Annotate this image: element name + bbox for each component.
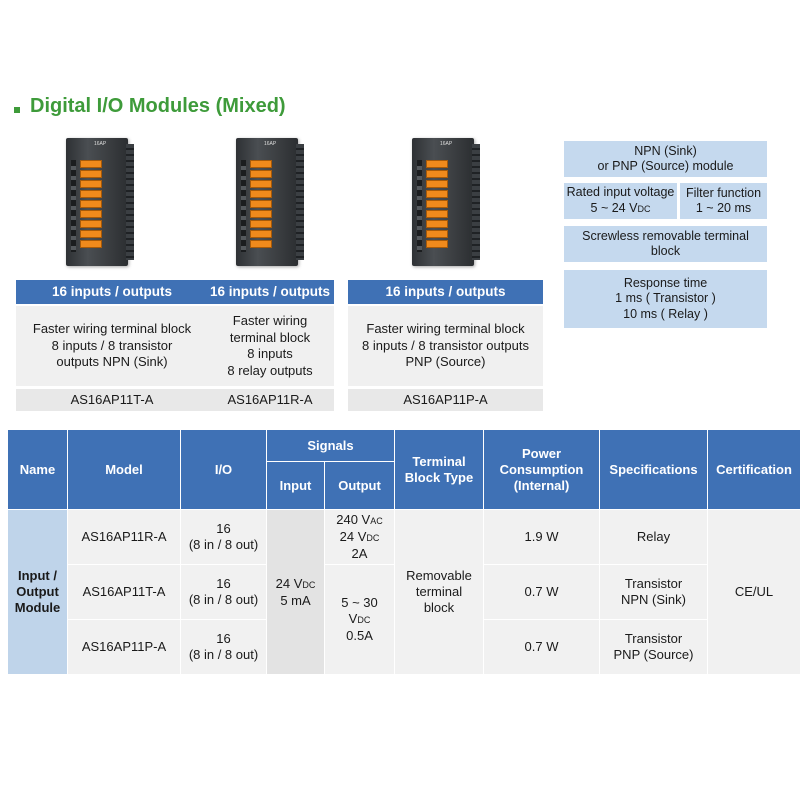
module-image-label: 16AP: [264, 141, 277, 147]
row-name-text: Input / Output Module: [14, 568, 61, 615]
card-header: 16 inputs / outputs: [16, 280, 208, 304]
header-certification: Certification: [707, 429, 800, 510]
row-io-detail: (8 in / 8 out): [188, 647, 259, 662]
product-card-r: 16 inputs / outputs Faster wiring termin…: [206, 280, 334, 411]
card-header: 16 inputs / outputs: [206, 280, 334, 304]
module-image-p: 16AP: [412, 138, 480, 266]
card-header: 16 inputs / outputs: [348, 280, 543, 304]
row-output-relay: 240 VAC 24 VDC 2A: [324, 509, 395, 565]
specs-table: Name Model I/O Signals Terminal Block Ty…: [7, 429, 800, 675]
row-power: 0.7 W: [483, 564, 600, 620]
module-image-t: 16AP: [66, 138, 134, 266]
row-name: Input / Output Module: [7, 509, 68, 675]
product-card-p: 16 inputs / outputs Faster wiring termin…: [348, 280, 543, 411]
card-model: AS16AP11T-A: [16, 389, 208, 411]
row-io-count: 16: [216, 631, 231, 646]
header-signals: Signals: [266, 429, 395, 462]
input-signal-voltage: 24 V: [275, 575, 303, 591]
card-model: AS16AP11R-A: [206, 389, 334, 411]
header-power: Power Consumption (Internal): [483, 429, 600, 510]
card-description: Faster wiring terminal block 8 inputs 8 …: [206, 306, 334, 386]
product-card-t: 16 inputs / outputs Faster wiring termin…: [16, 280, 208, 411]
header-specifications: Specifications: [599, 429, 708, 510]
module-image-label: 16AP: [440, 141, 453, 147]
title-bullet-icon: [14, 106, 20, 113]
feature-rated-input-value: 5 ~ 24 V: [590, 200, 638, 215]
relay-output-current: 2A: [351, 546, 368, 561]
transistor-output-voltage-sub: DC: [357, 615, 371, 625]
header-output: Output: [324, 461, 395, 510]
row-spec: Relay: [599, 509, 708, 565]
relay-output-dc-sub: DC: [366, 533, 380, 543]
row-io: 16 (8 in / 8 out): [180, 509, 267, 565]
feature-response-time: Response time 1 ms ( Transistor ) 10 ms …: [564, 270, 767, 328]
feature-filter: Filter function 1 ~ 20 ms: [680, 183, 767, 219]
row-io-count: 16: [216, 521, 231, 536]
row-io-detail: (8 in / 8 out): [188, 592, 259, 607]
feature-rated-input-label: Rated input voltage: [566, 185, 675, 199]
module-image-label: 16AP: [94, 141, 107, 147]
row-input-signal: 24 VDC 5 mA: [266, 509, 325, 675]
input-signal-current: 5 mA: [280, 592, 311, 608]
row-model: AS16AP11T-A: [67, 564, 181, 620]
row-io: 16 (8 in / 8 out): [180, 564, 267, 620]
page-title-text: Digital I/O Modules (Mixed): [30, 95, 286, 117]
relay-output-ac: 240 V: [336, 512, 371, 527]
table-row: AS16AP11P-A 16 (8 in / 8 out) 0.7 W Tran…: [8, 619, 800, 675]
card-description: Faster wiring terminal block 8 inputs / …: [348, 306, 543, 386]
terminal-type-text: Removable terminal block: [406, 568, 472, 615]
relay-output-dc: 24 V: [339, 529, 367, 544]
transistor-output-current: 0.5A: [346, 628, 373, 643]
relay-output-ac-sub: AC: [370, 516, 383, 526]
row-power: 0.7 W: [483, 619, 600, 675]
feature-filter-label: Filter function: [685, 185, 762, 200]
page-title: Digital I/O Modules (Mixed): [14, 95, 286, 118]
card-model: AS16AP11P-A: [348, 389, 543, 411]
transistor-output-voltage: 5 ~ 30 V: [341, 595, 378, 626]
feature-filter-value: 1 ~ 20 ms: [695, 201, 752, 215]
table-row: AS16AP11T-A 16 (8 in / 8 out) 5 ~ 30 VDC…: [8, 564, 800, 675]
row-io-count: 16: [216, 576, 231, 591]
row-output-transistor: 5 ~ 30 VDC 0.5A: [324, 564, 395, 675]
feature-module-type: NPN (Sink) or PNP (Source) module: [564, 141, 767, 177]
row-power: 1.9 W: [483, 509, 600, 565]
module-image-r: 16AP: [236, 138, 304, 266]
row-terminal-type: Removable terminal block: [394, 509, 484, 675]
header-model: Model: [67, 429, 181, 510]
header-io: I/O: [180, 429, 267, 510]
row-model: AS16AP11R-A: [67, 509, 181, 565]
card-description: Faster wiring terminal block 8 inputs / …: [16, 306, 208, 386]
table-row: Input / Output Module AS16AP11R-A 16 (8 …: [7, 509, 800, 675]
row-spec: Transistor PNP (Source): [599, 619, 708, 675]
row-model: AS16AP11P-A: [67, 619, 181, 675]
row-io: 16 (8 in / 8 out): [180, 619, 267, 675]
row-certification: CE/UL: [707, 509, 800, 675]
feature-rated-input: Rated input voltage 5 ~ 24 VDC: [564, 183, 677, 219]
header-input: Input: [266, 461, 325, 510]
feature-terminal: Screwless removable terminal block: [564, 226, 767, 262]
header-name: Name: [7, 429, 68, 510]
row-spec: Transistor NPN (Sink): [599, 564, 708, 620]
feature-rated-input-sub: DC: [637, 203, 651, 214]
input-signal-voltage-sub: DC: [302, 579, 316, 590]
row-io-detail: (8 in / 8 out): [188, 537, 259, 552]
header-terminal: Terminal Block Type: [394, 429, 484, 510]
